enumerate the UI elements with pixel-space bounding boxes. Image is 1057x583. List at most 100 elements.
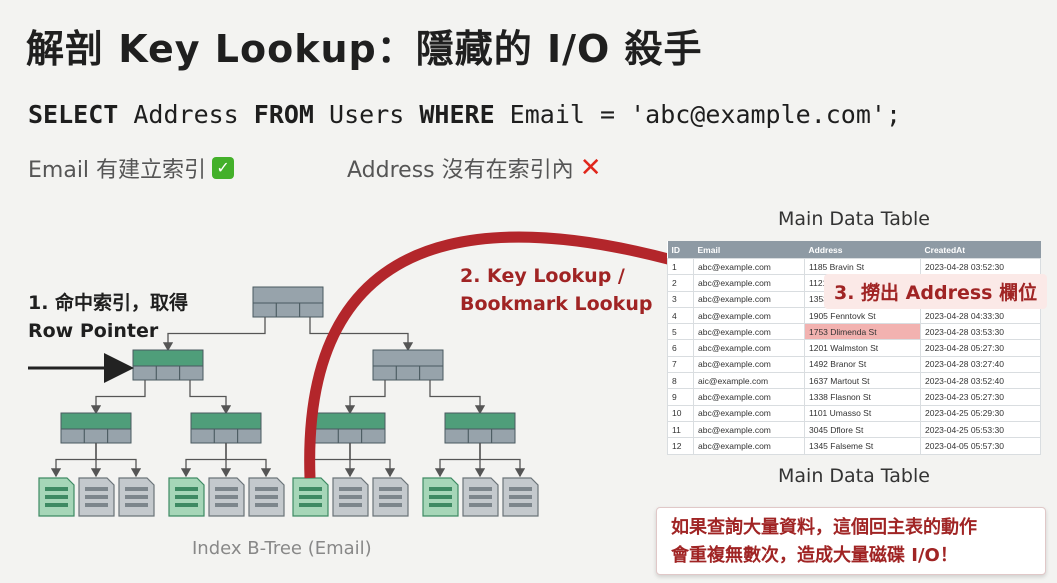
leaf-page-line [469, 503, 492, 507]
cell-createdat: 2023-04-28 03:52:30 [920, 257, 1041, 276]
cell-email: abc@example.com [693, 257, 805, 276]
sql-condition: Email = 'abc@example.com'; [494, 100, 902, 129]
leaf-page-line [469, 487, 492, 491]
tree-edge [304, 443, 351, 478]
cell-address: 1905 Fenntovk St [804, 306, 921, 325]
level2-node-3 [314, 412, 386, 430]
leaf-page-line [85, 487, 108, 491]
root-node [252, 286, 324, 304]
level2-node-1-cell [83, 428, 109, 444]
cell-createdat: 2023-04-25 05:53:30 [920, 420, 1041, 439]
tree-edge [349, 443, 396, 478]
check-icon: ✓ [212, 157, 235, 179]
cell-id: 5 [667, 323, 694, 341]
level2-node-4 [444, 412, 516, 430]
leaf-page-line [175, 487, 198, 491]
leaf-page-line [125, 495, 148, 499]
internal-node-left [132, 349, 204, 367]
leaf-page-line [215, 503, 238, 507]
leaf-page-line [509, 487, 532, 491]
cell-createdat: 2023-04-23 05:27:30 [920, 388, 1041, 406]
level2-node-2-cell [213, 428, 239, 444]
level2-node-4-cell [491, 428, 516, 444]
level2-node-1-cell [107, 428, 132, 444]
cell-id: 12 [667, 437, 694, 455]
leaf-page-line [255, 503, 278, 507]
address-not-indexed-text: Address 沒有在索引內 [347, 158, 574, 183]
cell-email: abc@example.com [693, 420, 805, 439]
col-header-address: Address [804, 241, 921, 259]
col-header-id: ID [667, 241, 694, 259]
cell-createdat: 2023-04-28 03:53:30 [920, 323, 1041, 341]
tree-edge [189, 380, 232, 415]
sql-query: SELECT Address FROM Users WHERE Email = … [28, 100, 901, 129]
index-caption: Index B-Tree (Email) [192, 538, 372, 559]
internal-node-left-cell [132, 365, 157, 381]
leaf-page-line [45, 487, 68, 491]
internal-node-left-cell [179, 365, 204, 381]
leaf-page-line [255, 487, 278, 491]
step2-label: 2. Key Lookup / Bookmark Lookup [460, 262, 652, 318]
cell-address: 1637 Martout St [804, 372, 921, 390]
email-indexed-note: Email 有建立索引 ✓ [28, 152, 235, 184]
warning-line2: 會重複無數次，造成大量磁碟 I/O！ [671, 545, 958, 566]
tree-edge [162, 317, 266, 352]
cell-id: 7 [667, 355, 694, 374]
leaf-page-line [379, 495, 402, 499]
cell-id: 3 [667, 290, 694, 308]
step1-line1: 1. 命中索引，取得 [28, 292, 189, 314]
level2-node-3-cell [361, 428, 386, 444]
cell-address: 1492 Branor St [804, 355, 921, 374]
sql-table: Users [314, 100, 420, 129]
cell-email: abc@example.com [693, 323, 805, 341]
tree-edge [309, 317, 414, 352]
leaf-page-line [45, 503, 68, 507]
email-indexed-text: Email 有建立索引 [28, 158, 207, 183]
tree-edge [95, 443, 142, 478]
cell-id: 6 [667, 339, 694, 357]
tree-edge [225, 443, 272, 478]
tree-edge [50, 443, 97, 478]
internal-node-left-cell [155, 365, 181, 381]
cell-createdat: 2023-04-28 03:52:40 [920, 372, 1041, 390]
cell-email: aic@example.com [693, 372, 805, 390]
leaf-page-line [469, 495, 492, 499]
cell-email: abc@example.com [693, 437, 805, 455]
step2-line1: 2. Key Lookup / [460, 265, 625, 287]
table-caption-top: Main Data Table [778, 208, 930, 230]
level2-node-3-cell [314, 428, 339, 444]
level2-node-1-cell [60, 428, 85, 444]
level2-node-2-cell [237, 428, 262, 444]
cell-id: 8 [667, 372, 694, 390]
leaf-page-line [125, 487, 148, 491]
table-caption-bottom: Main Data Table [778, 465, 930, 487]
table-header-row: ID Email Address CreatedAt [667, 241, 1041, 259]
tree-edge [180, 443, 227, 478]
cell-id: 9 [667, 388, 694, 406]
tree-edge [479, 443, 526, 478]
level2-node-3-cell [337, 428, 363, 444]
leaf-page-line [85, 503, 108, 507]
leaf-page-line [175, 503, 198, 507]
cell-email: abc@example.com [693, 339, 805, 357]
level2-node-2-cell [190, 428, 215, 444]
cell-id: 2 [667, 274, 694, 292]
level2-node-4-cell [467, 428, 493, 444]
step2-line2: Bookmark Lookup [460, 293, 653, 315]
address-not-indexed-note: Address 沒有在索引內 ✕ [347, 152, 602, 184]
leaf-page-line [339, 503, 362, 507]
step3-label: 3. 撈出 Address 欄位 [824, 274, 1048, 309]
cell-id: 11 [667, 420, 694, 439]
sql-keyword-from: FROM [253, 100, 314, 129]
cell-address: 1338 Flasnon St [804, 388, 921, 406]
leaf-page-line [339, 495, 362, 499]
